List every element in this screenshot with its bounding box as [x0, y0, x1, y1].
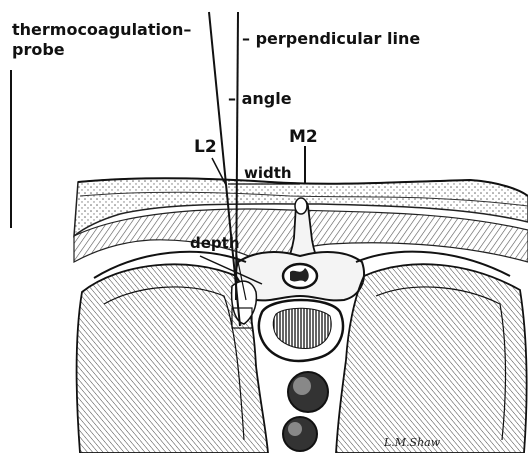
- artist-signature: L.M.Shaw: [383, 436, 441, 449]
- lower-round-structure-1-highlight: [293, 377, 311, 395]
- perpendicular-line-label: – perpendicular line: [242, 29, 420, 48]
- probe-label-line1: thermocoagulation–: [12, 20, 191, 39]
- right-lung: [336, 264, 527, 453]
- angle-label: – angle: [228, 89, 292, 108]
- lower-round-structure-2-highlight: [288, 422, 302, 436]
- width-label: width: [244, 164, 292, 182]
- l2-label: L2: [194, 137, 217, 157]
- spinous-tip: [295, 198, 307, 214]
- m2-label: M2: [289, 127, 318, 147]
- probe-label-line2: probe: [12, 40, 65, 59]
- depth-label: depth: [190, 234, 240, 252]
- lower-round-structure-2: [283, 417, 317, 451]
